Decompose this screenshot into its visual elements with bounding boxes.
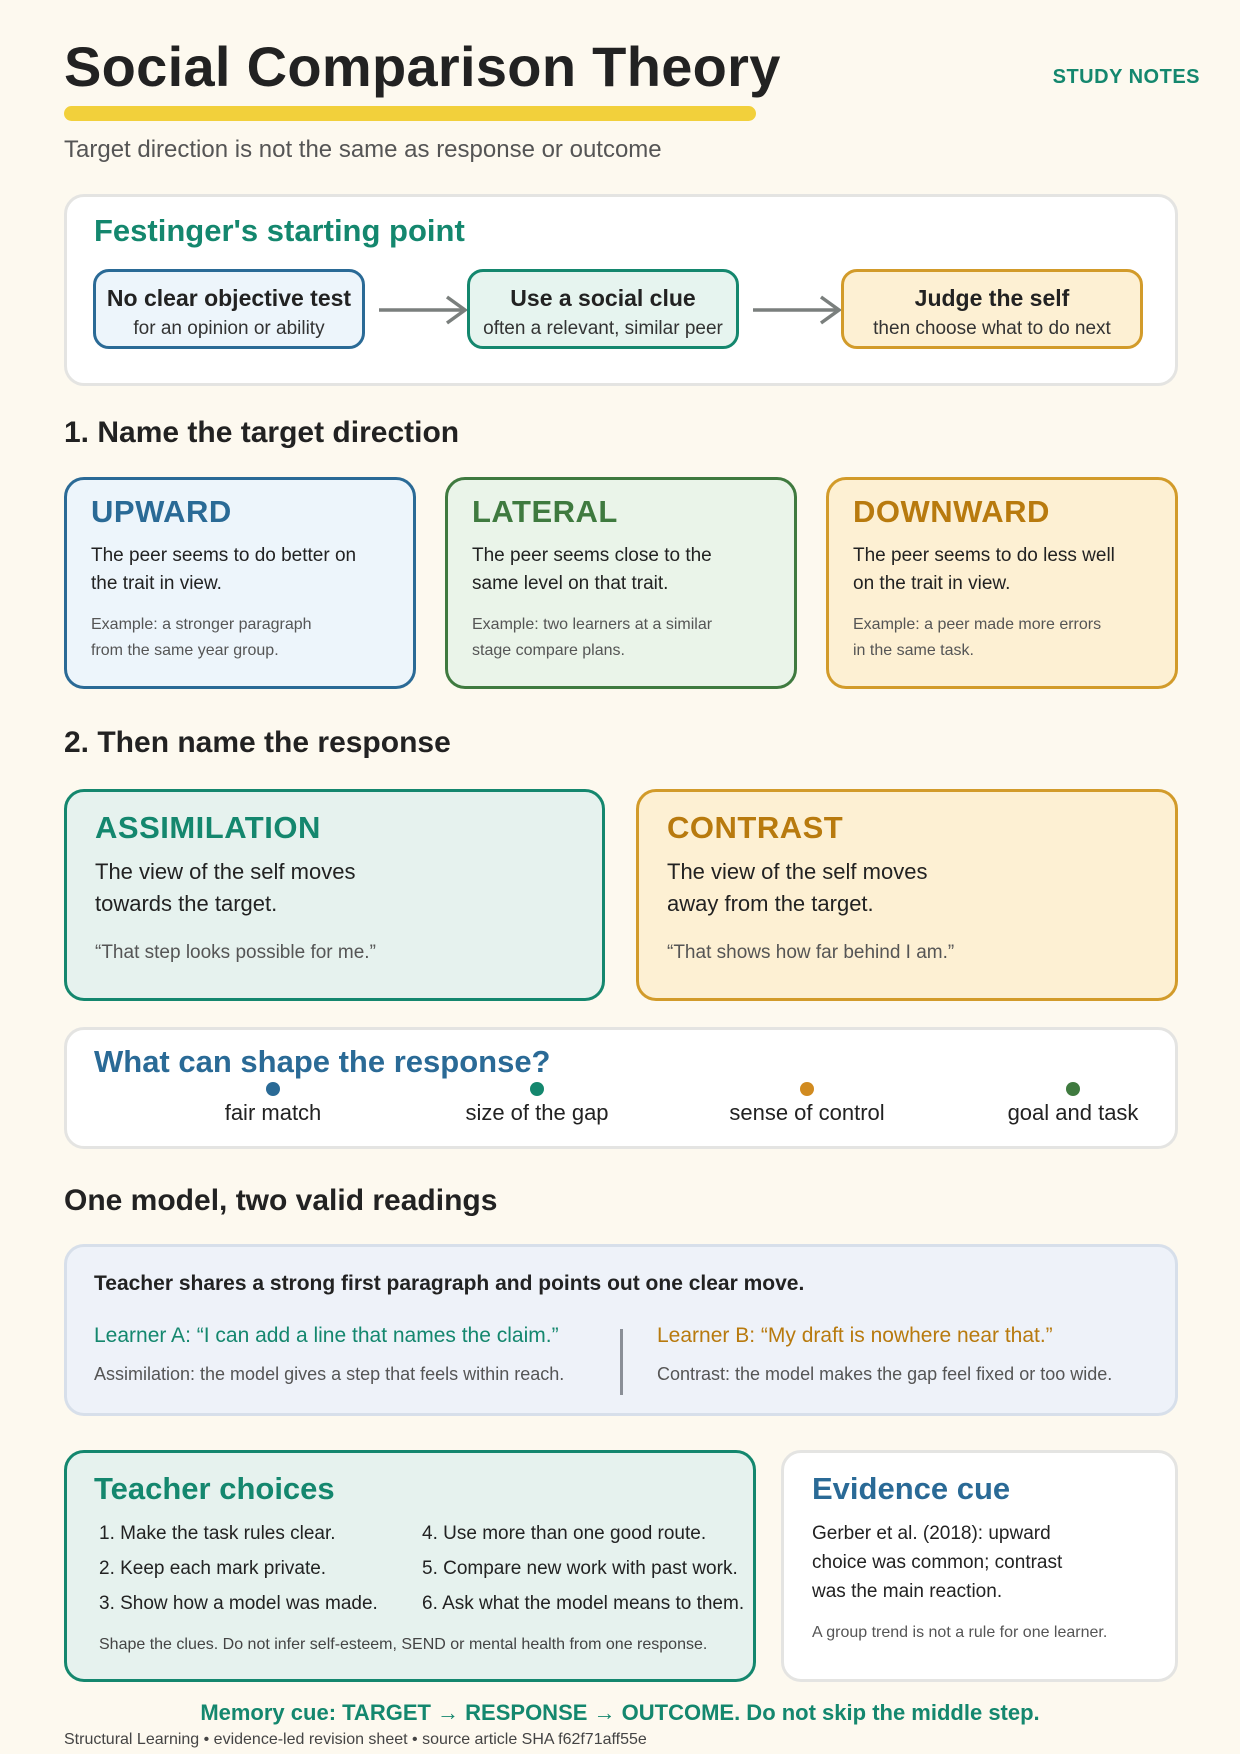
flow-step-no-test: No clear objective test for an opinion o… [93, 269, 365, 349]
factor-label: sense of control [729, 1100, 885, 1125]
teacher-choices-note: Shape the clues. Do not infer self-estee… [99, 1636, 708, 1653]
response-name: ASSIMILATION [95, 810, 321, 845]
arrow-right-icon [753, 295, 842, 325]
shape-response-card: What can shape the response? fair match … [64, 1027, 1178, 1149]
readings-divider [620, 1329, 623, 1395]
page-title: Social Comparison Theory [64, 35, 781, 98]
evidence-cue-heading: Evidence cue [812, 1471, 1011, 1506]
factor-goal-and-task: goal and task [963, 1082, 1183, 1126]
response-card-assimilation: ASSIMILATION The view of the self moves … [64, 789, 605, 1001]
flow-step-judge-self: Judge the self then choose what to do ne… [841, 269, 1143, 349]
direction-example: Example: two learners at a similar stage… [472, 616, 713, 659]
source-footer: Structural Learning • evidence-led revis… [64, 1731, 647, 1748]
factor-label: size of the gap [465, 1100, 609, 1125]
learner-b-note: Contrast: the model makes the gap feel f… [657, 1364, 1113, 1384]
factor-sense-of-control: sense of control [697, 1082, 917, 1126]
direction-name: DOWNWARD [853, 494, 1050, 529]
direction-name: LATERAL [472, 494, 618, 529]
choice-item: 2. Keep each mark private. [99, 1558, 327, 1579]
festinger-card: Festinger's starting point No clear obje… [64, 194, 1178, 386]
direction-description: The peer seems to do better on the trait… [91, 545, 357, 594]
direction-name: UPWARD [91, 494, 232, 529]
factor-size-of-gap: size of the gap [427, 1082, 647, 1126]
choice-item: 6. Ask what the model means to them. [422, 1593, 745, 1614]
factor-label: goal and task [1007, 1100, 1139, 1125]
flow-step-title: Judge the self [914, 285, 1070, 311]
direction-example: Example: a stronger paragraph from the s… [91, 616, 312, 659]
response-description: The view of the self moves towards the t… [95, 859, 356, 916]
flow-step-sub: then choose what to do next [873, 318, 1111, 339]
flow-step-social-clue: Use a social clue often a relevant, simi… [467, 269, 739, 349]
festinger-heading: Festinger's starting point [94, 213, 465, 248]
learner-b-quote: Learner B: “My draft is nowhere near tha… [657, 1324, 1053, 1347]
factor-fair-match: fair match [163, 1082, 383, 1126]
learner-a-note: Assimilation: the model gives a step tha… [94, 1364, 565, 1384]
learner-a-quote: Learner A: “I can add a line that names … [94, 1324, 559, 1347]
direction-description: The peer seems to do less well on the tr… [853, 545, 1115, 594]
direction-card-lateral: LATERAL The peer seems close to the same… [445, 477, 797, 689]
evidence-cue-note: A group trend is not a rule for one lear… [812, 1624, 1108, 1641]
direction-example: Example: a peer made more errors in the … [853, 616, 1102, 659]
readings-card: Teacher shares a strong first paragraph … [64, 1244, 1178, 1416]
flow-step-title: Use a social clue [510, 285, 696, 311]
direction-description: The peer seems close to the same level o… [472, 545, 712, 594]
readings-heading: One model, two valid readings [64, 1184, 498, 1217]
factor-dot [266, 1082, 280, 1096]
response-description: The view of the self moves away from the… [667, 859, 928, 916]
memory-cue: Memory cue: TARGET → RESPONSE → OUTCOME.… [200, 1700, 1040, 1725]
readings-scenario: Teacher shares a strong first paragraph … [94, 1272, 805, 1295]
direction-card-upward: UPWARD The peer seems to do better on th… [64, 477, 416, 689]
section-target-direction-heading: 1. Name the target direction [64, 416, 460, 449]
shape-response-heading: What can shape the response? [94, 1044, 551, 1079]
evidence-cue-card: Evidence cue Gerber et al. (2018): upwar… [781, 1450, 1178, 1682]
flow-step-title: No clear objective test [106, 285, 352, 311]
response-name: CONTRAST [667, 810, 844, 845]
choice-item: 1. Make the task rules clear. [99, 1523, 336, 1544]
response-card-contrast: CONTRAST The view of the self moves away… [636, 789, 1178, 1001]
section-response-heading: 2. Then name the response [64, 726, 451, 759]
flow-step-sub: often a relevant, similar peer [483, 318, 723, 339]
choice-item: 4. Use more than one good route. [422, 1523, 707, 1544]
direction-card-downward: DOWNWARD The peer seems to do less well … [826, 477, 1178, 689]
factor-label: fair match [224, 1100, 322, 1125]
response-quote: “That step looks possible for me.” [95, 942, 376, 963]
evidence-cue-text: Gerber et al. (2018): upward choice was … [812, 1523, 1063, 1602]
choice-item: 5. Compare new work with past work. [422, 1558, 738, 1579]
factor-dot [800, 1082, 814, 1096]
teacher-choices-card: Teacher choices 1. Make the task rules c… [64, 1450, 756, 1682]
flow-step-sub: for an opinion or ability [133, 318, 325, 339]
study-notes-tag: STUDY NOTES [1052, 66, 1200, 88]
factor-dot [530, 1082, 544, 1096]
arrow-right-icon [379, 295, 468, 325]
teacher-choices-heading: Teacher choices [94, 1471, 335, 1506]
choice-item: 3. Show how a model was made. [99, 1593, 378, 1614]
factor-dot [1066, 1082, 1080, 1096]
page-subtitle: Target direction is not the same as resp… [64, 136, 662, 163]
title-underline [64, 106, 756, 121]
response-quote: “That shows how far behind I am.” [667, 942, 955, 963]
